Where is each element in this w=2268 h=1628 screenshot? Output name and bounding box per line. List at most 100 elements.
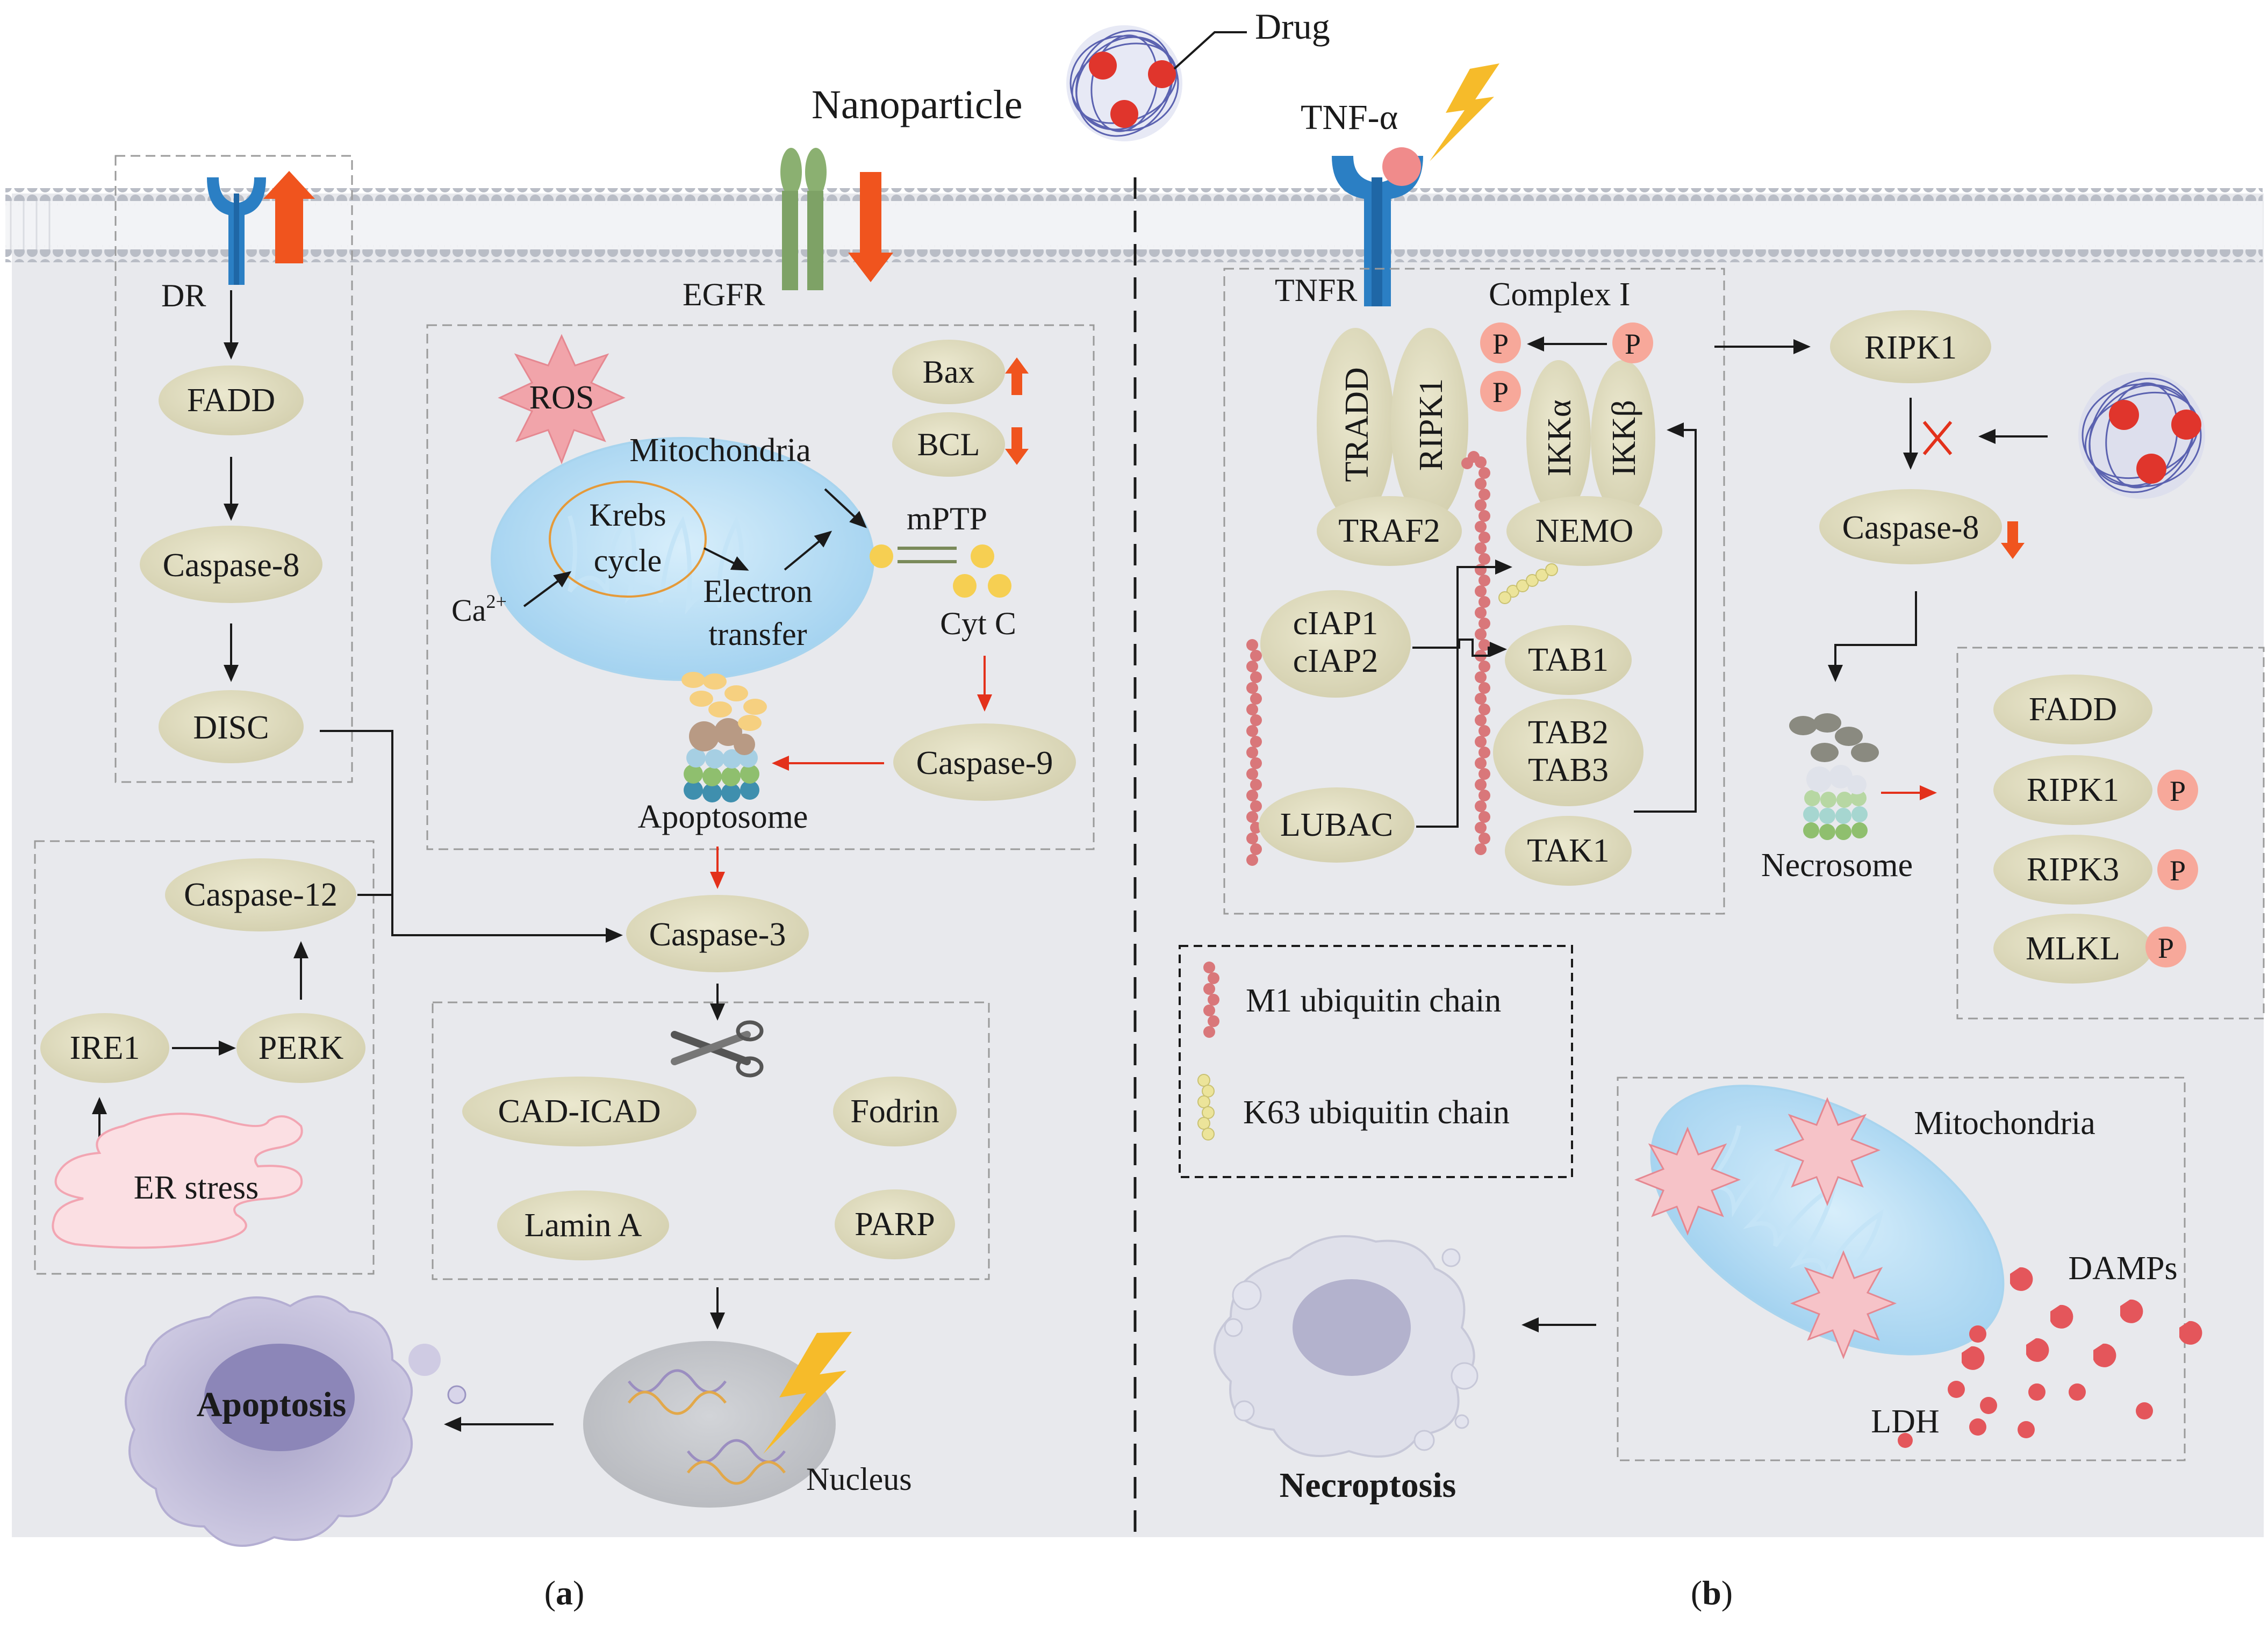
scissors-icon <box>671 1020 764 1078</box>
panel-b-caption: (b) <box>1691 1574 1733 1612</box>
krebs-label-1: Krebs <box>589 497 666 533</box>
necrosome-components-box <box>1956 647 2265 1020</box>
fadd-node <box>159 365 304 435</box>
bax-node <box>892 340 1005 404</box>
complex-i-label: Complex I <box>1489 276 1630 313</box>
ubiquitin-legend-box <box>1179 945 1573 1178</box>
caspase12-node <box>165 858 356 931</box>
ripk3-phospho-label: P <box>2170 855 2186 887</box>
mitochondria-label-a: Mitochondria <box>629 432 811 469</box>
parp-node <box>835 1189 955 1259</box>
apoptosome-label: Apoptosome <box>638 799 808 835</box>
mlkl-node <box>1993 914 2152 984</box>
nemo-node <box>1506 496 1662 566</box>
ripk3-label: RIPK3 <box>2027 851 2119 888</box>
ros-star-icon <box>498 334 626 465</box>
ikkb-label: IKKβ <box>1606 400 1642 476</box>
death-receptor-icon <box>207 177 266 285</box>
legend-k63-swatch <box>1197 1074 1215 1141</box>
ripk1-complex-node <box>1391 328 1468 521</box>
bcl-label: BCL <box>917 427 980 462</box>
disc-label: DISC <box>193 709 269 746</box>
mitochondrion-a <box>491 437 874 681</box>
cad-icad-node <box>462 1077 697 1146</box>
nucleus-lightning-icon <box>763 1332 852 1454</box>
damps-label: DAMPs <box>2068 1250 2177 1287</box>
bax-label: Bax <box>923 354 975 390</box>
ikka-node <box>1526 360 1591 516</box>
traf2-node <box>1317 496 1462 566</box>
egfr-icon <box>780 148 827 290</box>
arrow-disc-caspase3 <box>320 730 623 943</box>
arrow-ca-krebs <box>523 571 572 607</box>
k63-ubiquitin-chain-1 <box>1498 563 1558 604</box>
necrosis-release-box <box>1617 1077 2186 1461</box>
disc-node <box>159 690 304 763</box>
caspase8-node-b <box>1819 489 2002 564</box>
traf2-label: TRAF2 <box>1338 513 1440 549</box>
ire1-node <box>40 1013 169 1083</box>
dr-up-arrow-icon <box>263 171 315 263</box>
ripk1-node-necrosome <box>1993 755 2152 825</box>
electron-label-1: Electron <box>703 573 812 609</box>
mlkl-phospho-label: P <box>2158 932 2174 964</box>
caspase8-label-a: Caspase-8 <box>163 547 300 584</box>
tak1-label: TAK1 <box>1527 833 1609 869</box>
extrinsic-pathway-box <box>114 155 353 783</box>
dna-helix-icon <box>628 1369 786 1485</box>
parp-label: PARP <box>855 1206 935 1243</box>
nucleus-icon <box>583 1341 836 1508</box>
perk-label: PERK <box>259 1030 344 1066</box>
egfr-label: EGFR <box>683 277 765 312</box>
er-icon <box>52 1113 303 1249</box>
mlkl-phospho-circle <box>2145 927 2186 967</box>
ire1-label: IRE1 <box>70 1030 140 1066</box>
nanoparticle-top <box>1066 25 1247 141</box>
ripk1-node-b <box>1830 310 1991 383</box>
phospho-circle-1 <box>1480 322 1521 363</box>
tab2-label: TAB2 <box>1528 714 1609 751</box>
ripk1-label-necrosome: RIPK1 <box>2027 772 2119 808</box>
ikka-label: IKKα <box>1541 400 1578 477</box>
drug-label: Drug <box>1255 6 1330 47</box>
arrow-caspase8-necrosome <box>1828 591 1917 682</box>
tnfr-label: TNFR <box>1275 272 1357 308</box>
mlkl-label: MLKL <box>2026 930 2120 967</box>
arrow-electron-mptp <box>784 530 832 571</box>
tradd-label: TRADD <box>1339 367 1375 482</box>
caspase9-label: Caspase-9 <box>916 745 1053 781</box>
bax-up-arrow-icon <box>1005 357 1029 395</box>
ripk1-phospho-label: P <box>2170 775 2186 807</box>
lubac-node <box>1259 787 1415 863</box>
damps-particles <box>1898 1267 2202 1448</box>
ciap1-label: cIAP1 <box>1293 605 1378 642</box>
caspase9-node <box>893 723 1076 801</box>
ciap2-label: cIAP2 <box>1293 643 1378 679</box>
caspase8-label-b: Caspase-8 <box>1842 510 1979 546</box>
legend-m1-label: M1 ubiquitin chain <box>1246 982 1501 1019</box>
caspase8-node-a <box>140 526 322 603</box>
legend-k63-label: K63 ubiquitin chain <box>1243 1094 1510 1131</box>
perk-node <box>236 1013 365 1083</box>
complex-i-box <box>1223 268 1725 915</box>
ripk1-label-b: RIPK1 <box>1864 329 1957 366</box>
ciap-node <box>1260 590 1411 698</box>
er-stress-box <box>34 840 375 1275</box>
mitochondrion-b <box>1650 1085 2005 1356</box>
ros-star-b1-icon <box>1634 1127 1741 1236</box>
fadd-node-b <box>1993 675 2152 744</box>
necroptosis-label: Necroptosis <box>1280 1466 1456 1505</box>
ripk3-phospho-circle <box>2157 849 2198 890</box>
m1-ubiquitin-chain-2 <box>1246 639 1262 866</box>
substrates-box <box>432 1001 990 1280</box>
calcium-label: Ca2+ <box>451 591 507 628</box>
er-stress-label: ER stress <box>134 1170 259 1206</box>
necroptotic-cell-icon <box>1214 1235 1478 1458</box>
tab1-label: TAB1 <box>1528 642 1609 678</box>
mptp-pore-icon <box>870 544 1011 598</box>
fodrin-node <box>833 1077 957 1146</box>
apoptosome-icon <box>681 672 767 802</box>
phospho-label-1: P <box>1492 328 1509 360</box>
legend-m1-swatch <box>1203 962 1219 1038</box>
